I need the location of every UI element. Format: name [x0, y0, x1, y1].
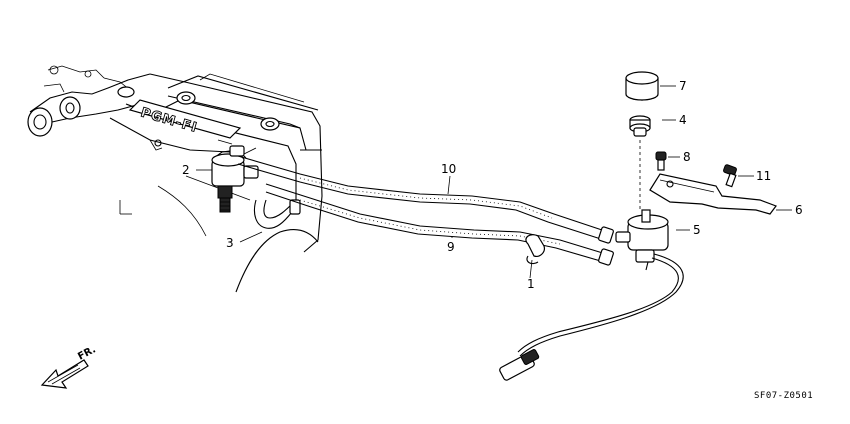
vacuum-hose	[253, 199, 301, 229]
clip	[525, 234, 545, 265]
solenoid-valve	[615, 209, 669, 271]
tube-9	[265, 177, 614, 266]
direction-label: FR.	[76, 344, 98, 362]
bolt-8	[655, 151, 667, 171]
callout-2: 2	[182, 163, 190, 177]
bolt-11	[723, 164, 737, 188]
callout-5: 5	[693, 223, 701, 237]
grommet	[629, 115, 651, 210]
callout-7: 7	[679, 79, 687, 93]
callout-numbers: 1 2 3 4 5 6 7 8 9 10 11	[182, 79, 803, 291]
cap	[625, 71, 659, 101]
callout-10: 10	[441, 162, 456, 176]
front-direction-indicator: FR.	[40, 344, 98, 389]
callout-1: 1	[527, 277, 535, 291]
callout-6: 6	[795, 203, 803, 217]
leader-lines	[196, 85, 792, 279]
engine-outline: PGM-FI	[27, 65, 323, 293]
callout-11: 11	[756, 169, 771, 183]
bracket	[649, 173, 777, 215]
callout-4: 4	[679, 113, 687, 127]
arrow-icon	[40, 359, 89, 389]
tube-10	[237, 155, 614, 244]
wire-harness	[499, 253, 684, 381]
drawing-code: SF07-Z0501	[754, 391, 813, 401]
callout-3: 3	[226, 236, 234, 250]
pressure-regulator	[211, 145, 259, 213]
callout-9: 9	[447, 240, 455, 254]
callout-8: 8	[683, 150, 691, 164]
